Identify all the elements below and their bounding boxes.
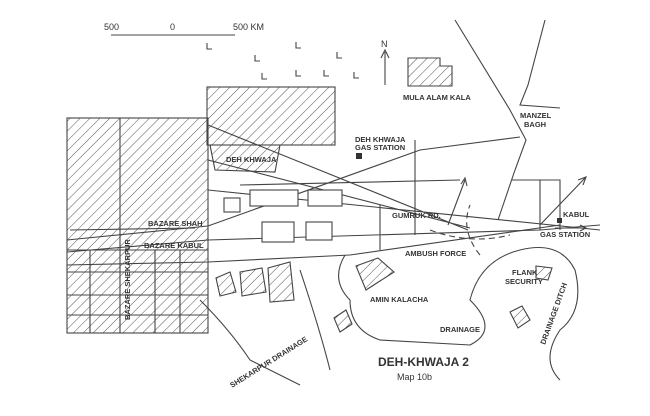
north-arrow: N [380,39,390,85]
svg-text:500 KM: 500 KM [233,22,264,32]
svg-text:BAGH: BAGH [524,120,546,129]
svg-text:GUMRUK RD.: GUMRUK RD. [392,211,441,220]
svg-text:BAZARE KABUL: BAZARE KABUL [144,241,204,250]
scale-bar: 500 0 500 KM [104,22,264,36]
svg-text:GAS STATION: GAS STATION [540,230,590,239]
map-subtitle: Map 10b [397,372,432,382]
svg-text:AMIN KALACHA: AMIN KALACHA [370,295,429,304]
svg-text:KABUL: KABUL [563,210,590,219]
svg-text:AMBUSH FORCE: AMBUSH FORCE [405,249,466,258]
svg-text:BAZARE SHAH: BAZARE SHAH [148,219,203,228]
svg-text:DRAINAGE: DRAINAGE [440,325,480,334]
map-title: DEH-KHWAJA 2 [378,355,469,369]
terrain-outlines [199,204,579,386]
svg-text:DEH KHWAJA: DEH KHWAJA [355,135,406,144]
svg-text:DRAINAGE DITCH: DRAINAGE DITCH [538,282,569,346]
svg-text:FLANK: FLANK [512,268,538,277]
svg-text:MULA ALAM KALA: MULA ALAM KALA [403,93,471,102]
svg-text:MANZEL: MANZEL [520,111,552,120]
svg-text:BAZARE SHEKARPUR: BAZARE SHEKARPUR [123,239,132,320]
svg-text:DEH KHWAJA: DEH KHWAJA [226,155,277,164]
svg-text:SECURITY: SECURITY [505,277,543,286]
svg-text:SHEKARPUR DRAINAGE: SHEKARPUR DRAINAGE [228,335,309,390]
west-district [66,57,453,334]
small-markers [206,42,359,80]
svg-text:GAS STATION: GAS STATION [355,143,405,152]
gas-station-marker [356,153,362,159]
svg-text:N: N [381,39,388,49]
svg-text:500: 500 [104,22,119,32]
svg-text:0: 0 [170,22,175,32]
movement-arrows [69,176,588,232]
blocks [215,189,553,333]
gas-station-marker [557,218,562,223]
